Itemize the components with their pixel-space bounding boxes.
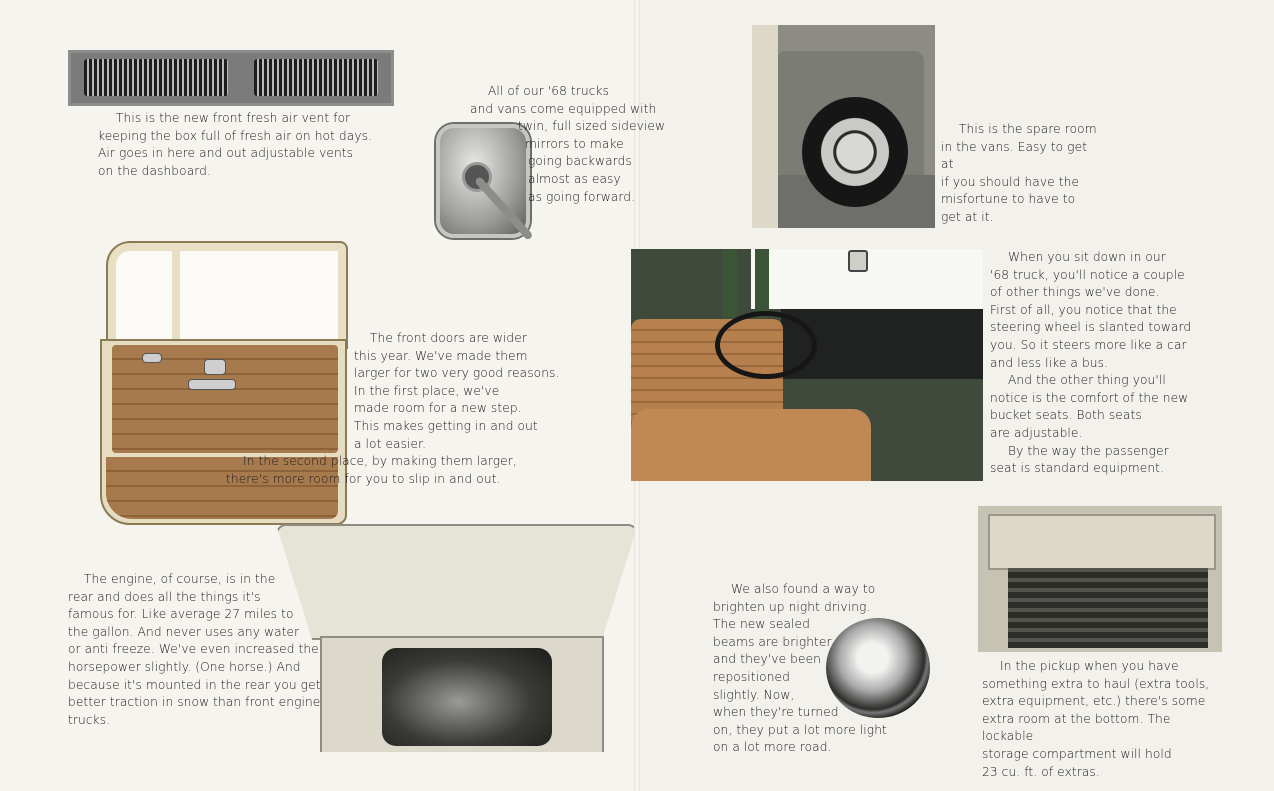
caption-line: of other things we've done. <box>990 285 1160 300</box>
door-lock <box>204 359 226 375</box>
caption-line: beams are brighter <box>713 634 832 649</box>
caption-line: The front doors are wider <box>370 331 527 345</box>
caption-line: mirrors to make <box>525 136 624 151</box>
caption-line: By the way the passenger <box>1008 443 1169 458</box>
caption-line: this year. We've made them <box>354 348 528 363</box>
caption-line: going backwards <box>528 154 632 169</box>
caption-line: better traction in snow than front engin… <box>68 695 321 710</box>
caption-line: First of all, you notice that the <box>990 302 1177 317</box>
sealed-beam-headlight-photo <box>826 618 930 718</box>
caption-line: get at it. <box>941 209 994 224</box>
door-panel <box>100 339 347 525</box>
mirror-caption: All of our '68 trucks and vans come equi… <box>470 83 670 206</box>
front-door-photo <box>94 229 349 525</box>
door-vent-divider <box>172 243 180 347</box>
caption-line: in the vans. Easy to get at <box>941 139 1088 172</box>
caption-line: brighten up night driving. <box>713 599 871 614</box>
caption-line: on, they put a lot more light <box>713 722 887 737</box>
caption-line: on the dashboard. <box>98 163 211 178</box>
caption-line: when they're turned <box>713 705 839 720</box>
caption-line: the gallon. And never uses any water <box>68 624 300 639</box>
interior-caption: When you sit down in our '68 truck, you'… <box>990 249 1200 478</box>
spare-tire <box>802 97 908 207</box>
rear-engine-photo <box>276 524 634 752</box>
caption-line: because it's mounted in the rear you get <box>68 677 321 692</box>
caption-line: This is the spare room <box>959 122 1097 136</box>
engine-lid <box>276 524 634 640</box>
caption-line: horsepower slightly. (One horse.) And <box>68 659 301 674</box>
fresh-air-vent-photo <box>68 50 394 106</box>
inset-mirror-thumbnail <box>848 250 868 272</box>
cab-interior-photo <box>631 249 983 481</box>
headlight-caption: We also found a way to brighten up night… <box>713 581 913 757</box>
storage-hold <box>1008 568 1208 648</box>
caption-line: In the pickup when you have <box>1000 659 1179 673</box>
door-caption: The front doors are wider this year. We'… <box>226 330 586 488</box>
caption-line: In the second place, by making them larg… <box>243 454 517 469</box>
caption-line: Air goes in here and out adjustable vent… <box>98 146 354 161</box>
caption-line: seat is standard equipment. <box>990 461 1165 476</box>
caption-line: steering wheel is slanted toward <box>990 320 1192 335</box>
caption-line: as going forward. <box>528 189 636 204</box>
caption-line: The new sealed <box>713 617 810 632</box>
caption-line: on a lot more road. <box>713 740 832 755</box>
caption-line: and they've been <box>713 652 822 667</box>
caption-line: almost as easy <box>528 171 621 186</box>
caption-line: We also found a way to <box>731 582 876 596</box>
spare-caption: This is the spare room in the vans. Easy… <box>941 121 1101 227</box>
caption-line: slightly. Now, <box>713 687 795 702</box>
caption-line: larger for two very good reasons. <box>354 366 560 381</box>
caption-line: '68 truck, you'll notice a couple <box>990 267 1185 282</box>
caption-line: made room for a new step. <box>354 401 522 416</box>
caption-line: extra room at the bottom. The lockable <box>982 711 1171 744</box>
compartment-lid <box>988 514 1216 570</box>
caption-line: 23 cu. ft. of extras. <box>982 764 1100 779</box>
caption-line: In the first place, we've <box>354 383 500 398</box>
door-pull-handle <box>188 379 236 390</box>
caption-line: storage compartment will hold <box>982 746 1172 761</box>
caption-line: if you should have the <box>941 174 1080 189</box>
compartment-door <box>752 25 778 228</box>
caption-line: trucks. <box>68 712 111 727</box>
caption-line: there's more room for you to slip in and… <box>226 471 501 486</box>
caption-line: All of our '68 trucks <box>488 84 610 98</box>
steering-wheel <box>715 311 817 379</box>
caption-line: you. So it steers more like a car <box>990 337 1187 352</box>
vent-grille-left <box>84 59 228 96</box>
window-crank <box>142 353 162 363</box>
caption-line: or anti freeze. We've even increased the <box>68 642 319 657</box>
caption-line: something extra to haul (extra tools, <box>982 676 1210 691</box>
caption-line: keeping the box full of fresh air on hot… <box>98 128 373 143</box>
spare-tire-compartment-photo <box>752 25 935 228</box>
caption-line: This makes getting in and out <box>354 418 538 433</box>
caption-line: repositioned <box>713 669 790 684</box>
engine-block <box>382 648 552 746</box>
caption-line: rear and does all the things it's <box>68 589 261 604</box>
caption-line: extra equipment, etc.) there's some <box>982 694 1206 709</box>
caption-line: are adjustable. <box>990 425 1083 440</box>
caption-line: bucket seats. Both seats <box>990 408 1142 423</box>
vent-caption: This is the new front fresh air vent for… <box>98 110 388 180</box>
caption-line: notice is the comfort of the new <box>990 390 1189 405</box>
pickup-storage-compartment-photo <box>978 506 1222 652</box>
caption-line: The engine, of course, is in the <box>84 572 276 586</box>
caption-line: And the other thing you'll <box>1008 373 1166 388</box>
caption-line: and less like a bus. <box>990 355 1109 370</box>
caption-line: and vans come equipped with <box>470 101 657 116</box>
caption-line: This is the new front fresh air vent for <box>116 111 351 125</box>
caption-line: a lot easier. <box>354 436 427 451</box>
bucket-seat <box>631 409 871 481</box>
door-trim-lower <box>106 457 338 519</box>
pickup-caption: In the pickup when you have something ex… <box>982 658 1222 781</box>
caption-line: famous for. Like average 27 miles to <box>68 607 294 622</box>
caption-line: twin, full sized sideview <box>518 119 666 134</box>
caption-line: misfortune to have to <box>941 192 1076 207</box>
vent-grille-right <box>254 59 378 96</box>
caption-line: When you sit down in our <box>1008 250 1166 264</box>
engine-bay <box>320 636 604 752</box>
engine-caption: The engine, of course, is in the rear an… <box>68 571 328 729</box>
